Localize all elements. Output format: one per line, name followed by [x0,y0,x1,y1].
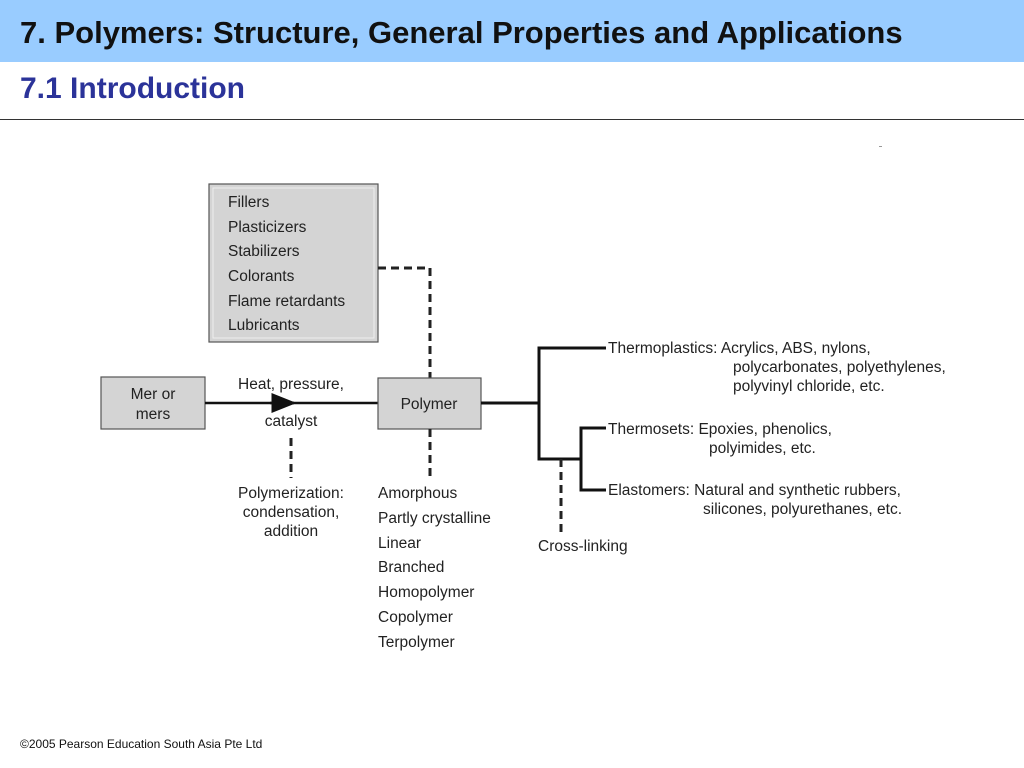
polymerization-text: addition [264,523,318,540]
thermosets-text: Thermosets: Epoxies, phenolics, [608,421,832,438]
stray-mark [879,146,882,147]
additive-item: Lubricants [228,317,300,334]
polymerization-text: Polymerization: [238,485,344,502]
copyright-footer: ©2005 Pearson Education South Asia Pte L… [20,737,263,751]
additive-item: Stabilizers [228,243,300,260]
mer-label: Mer or [131,386,176,403]
additives-box [208,183,379,343]
elastomers-text: silicones, polyurethanes, etc. [703,501,902,518]
classification-tree [481,346,606,492]
additive-item: Fillers [228,194,270,211]
elastomers-text: Elastomers: Natural and synthetic rubber… [608,482,901,499]
structure-item: Copolymer [378,609,453,626]
divider-line [0,119,1024,120]
structure-item: Terpolymer [378,634,455,651]
additive-item: Plasticizers [228,219,307,236]
structure-item: Homopolymer [378,584,474,601]
additive-item: Colorants [228,268,295,285]
additives-connector [378,266,432,378]
polymer-label: Polymer [401,396,458,413]
structure-item: Branched [378,559,444,576]
slide-title: 7. Polymers: Structure, General Properti… [20,15,903,50]
slide-header: 7. Polymers: Structure, General Properti… [0,0,1024,62]
mer-box [100,376,206,430]
polymer-box [377,377,482,430]
additive-item: Flame retardants [228,293,345,310]
process-label: catalyst [265,413,318,430]
process-label: Heat, pressure, [238,376,344,393]
crosslinking-label: Cross-linking [538,538,628,555]
thermoplastics-text: polycarbonates, polyethylenes, [733,359,946,376]
thermoplastics-text: polyvinyl chloride, etc. [733,378,885,395]
mer-label: mers [136,406,171,423]
thermosets-text: polyimides, etc. [709,440,816,457]
structure-item: Partly crystalline [378,510,491,527]
structure-item: Linear [378,535,421,552]
thermoplastics-text: Thermoplastics: Acrylics, ABS, nylons, [608,340,871,357]
polymerization-text: condensation, [243,504,340,521]
structure-item: Amorphous [378,485,458,502]
section-title: 7.1 Introduction [20,72,245,105]
